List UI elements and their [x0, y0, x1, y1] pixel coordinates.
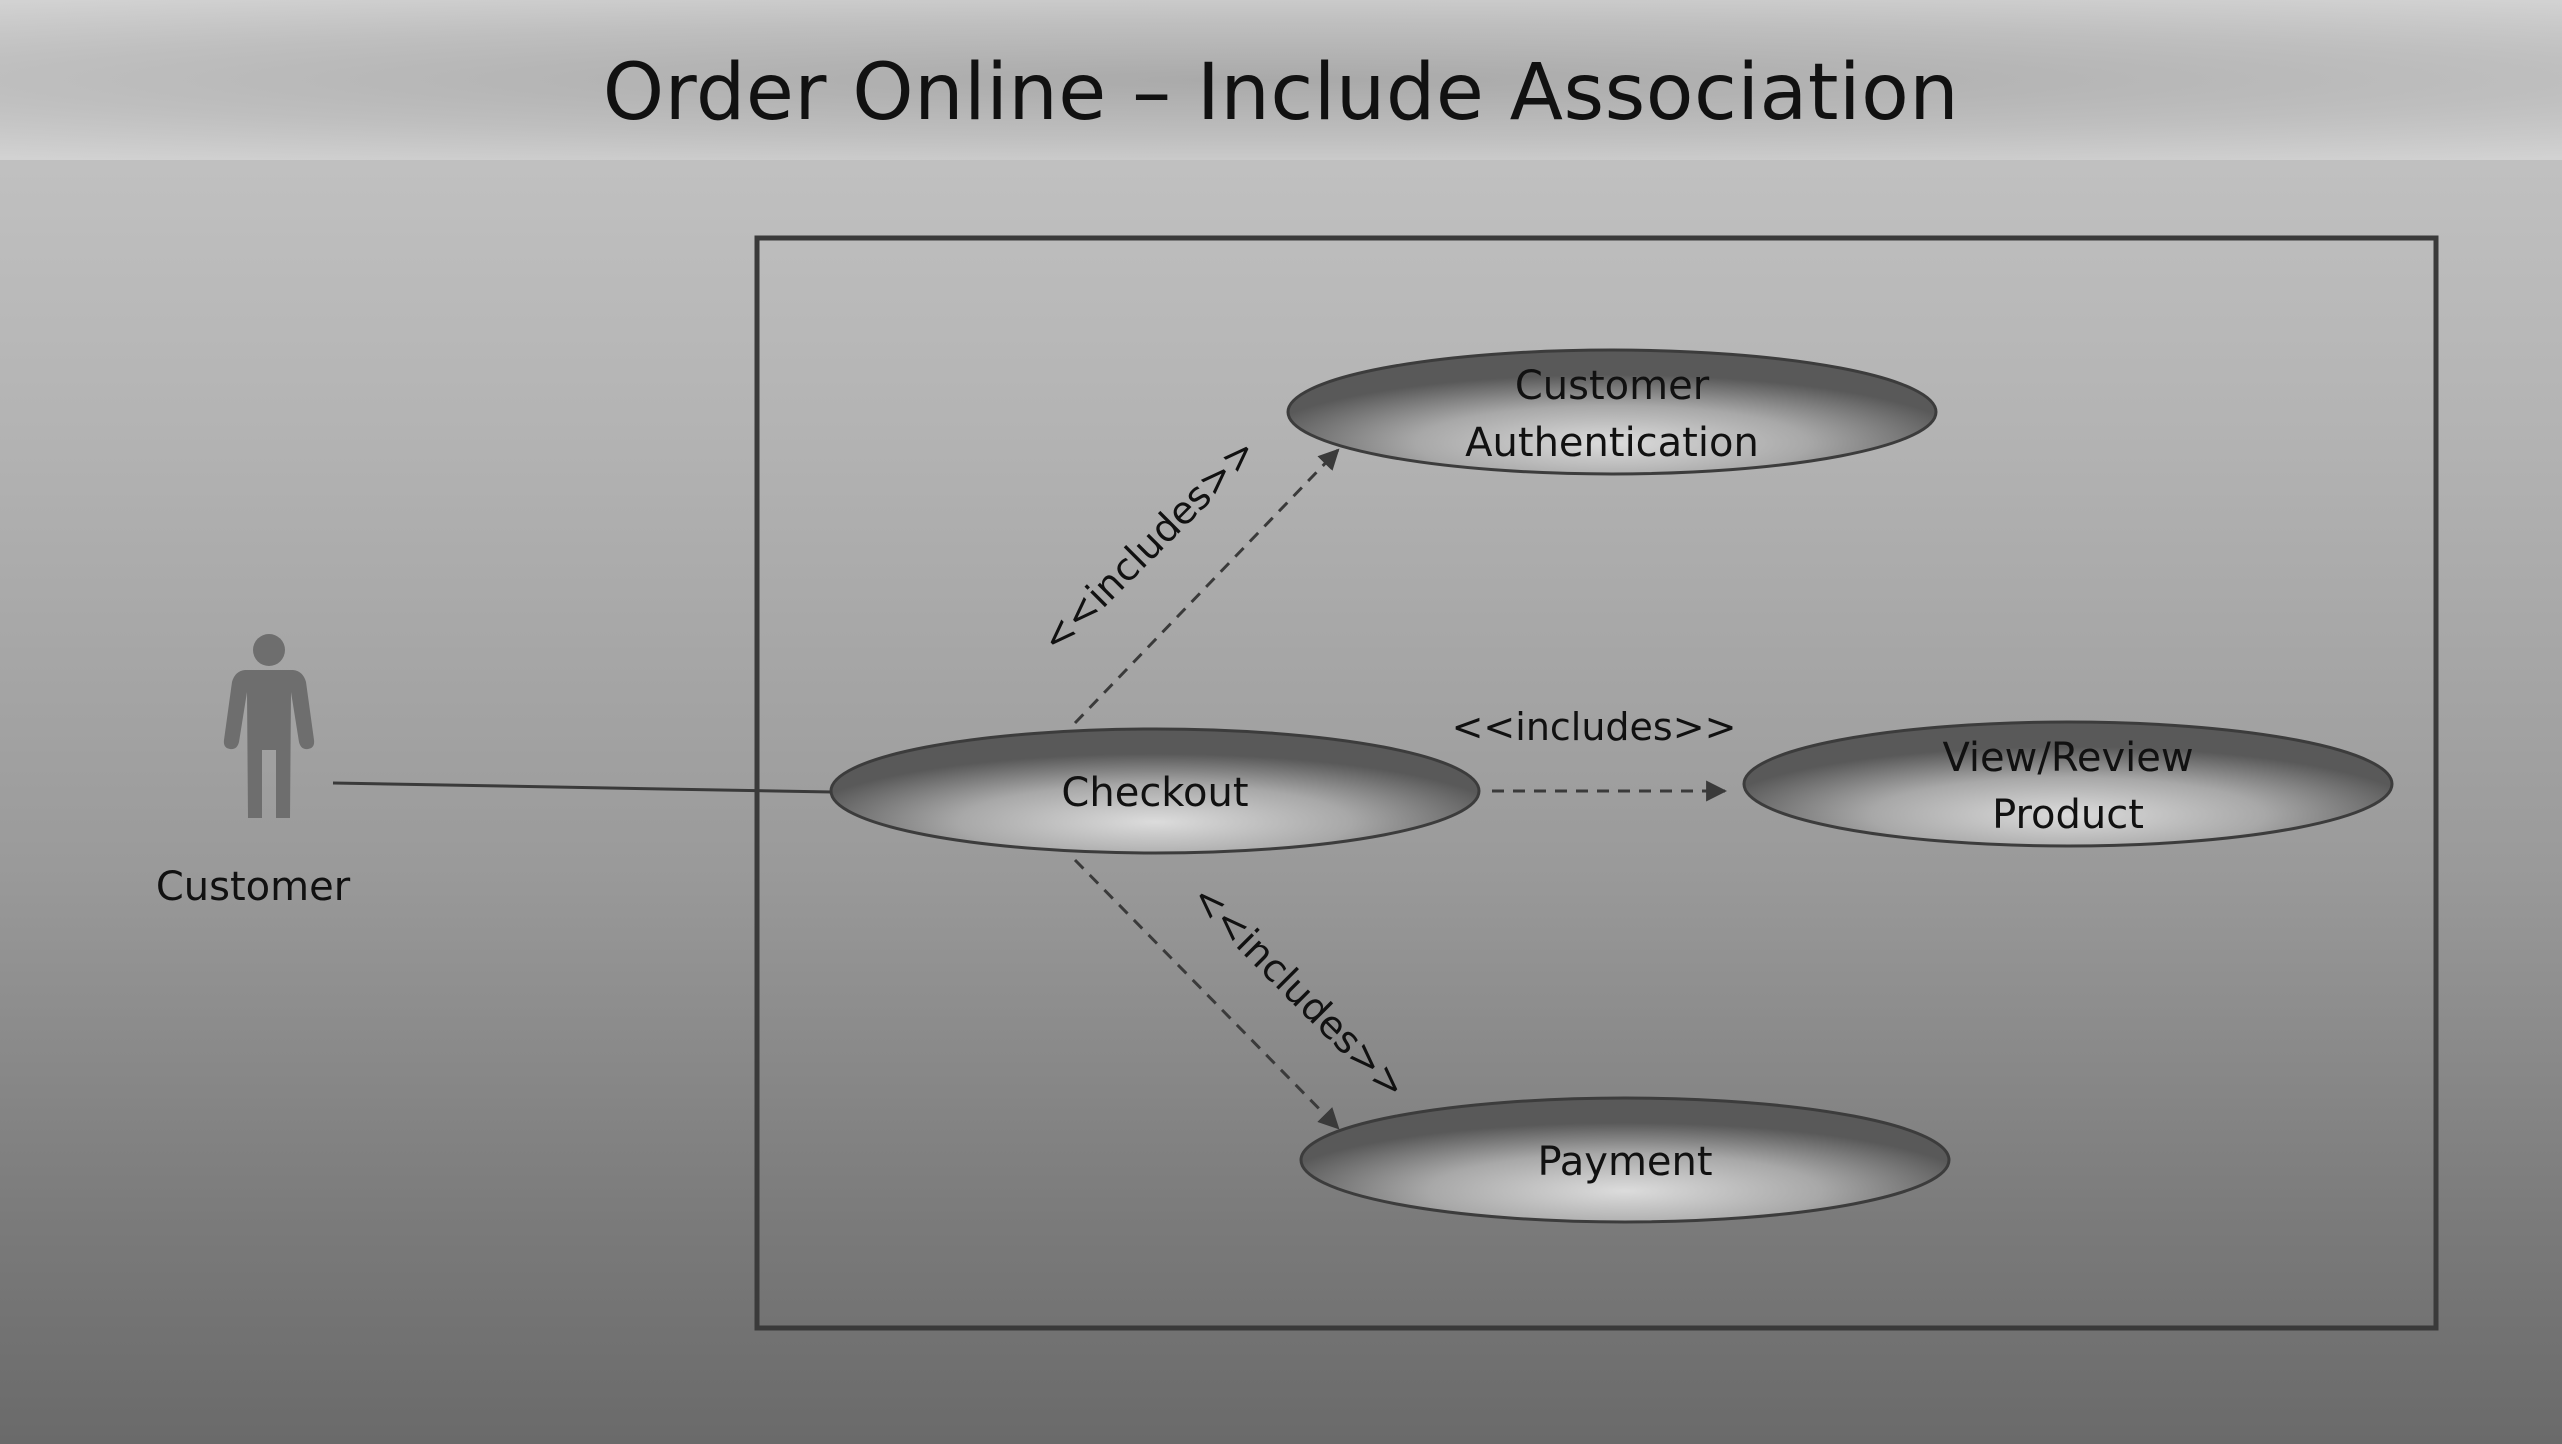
use-case-label-line1: Customer	[1515, 363, 1710, 409]
use-case-label: Payment	[1537, 1139, 1712, 1185]
use-case-customer-authentication: Customer Authentication	[1286, 348, 1938, 476]
include-label-payment: <<includes>>	[1183, 876, 1416, 1109]
person-icon	[223, 634, 315, 818]
use-case-label-line2: Product	[1992, 792, 2144, 838]
include-label-view: <<includes>>	[1452, 705, 1737, 749]
title-band	[0, 0, 2562, 160]
use-case-checkout: Checkout	[829, 727, 1481, 855]
include-arrow-auth	[1073, 448, 1340, 725]
system-boundary	[754, 235, 2439, 1331]
use-case-label-line2: Authentication	[1465, 420, 1759, 466]
slide-title: Order Online – Include Association	[602, 47, 1960, 138]
use-case-label: Checkout	[1061, 770, 1248, 816]
actor-label: Customer	[156, 864, 351, 910]
association-line	[332, 781, 833, 794]
include-label-auth: <<includes>>	[1033, 429, 1266, 662]
use-case-label-line1: View/Review	[1942, 735, 2193, 781]
use-case-payment: Payment	[1299, 1096, 1951, 1224]
use-case-view-review-product: View/Review Product	[1742, 720, 2394, 848]
